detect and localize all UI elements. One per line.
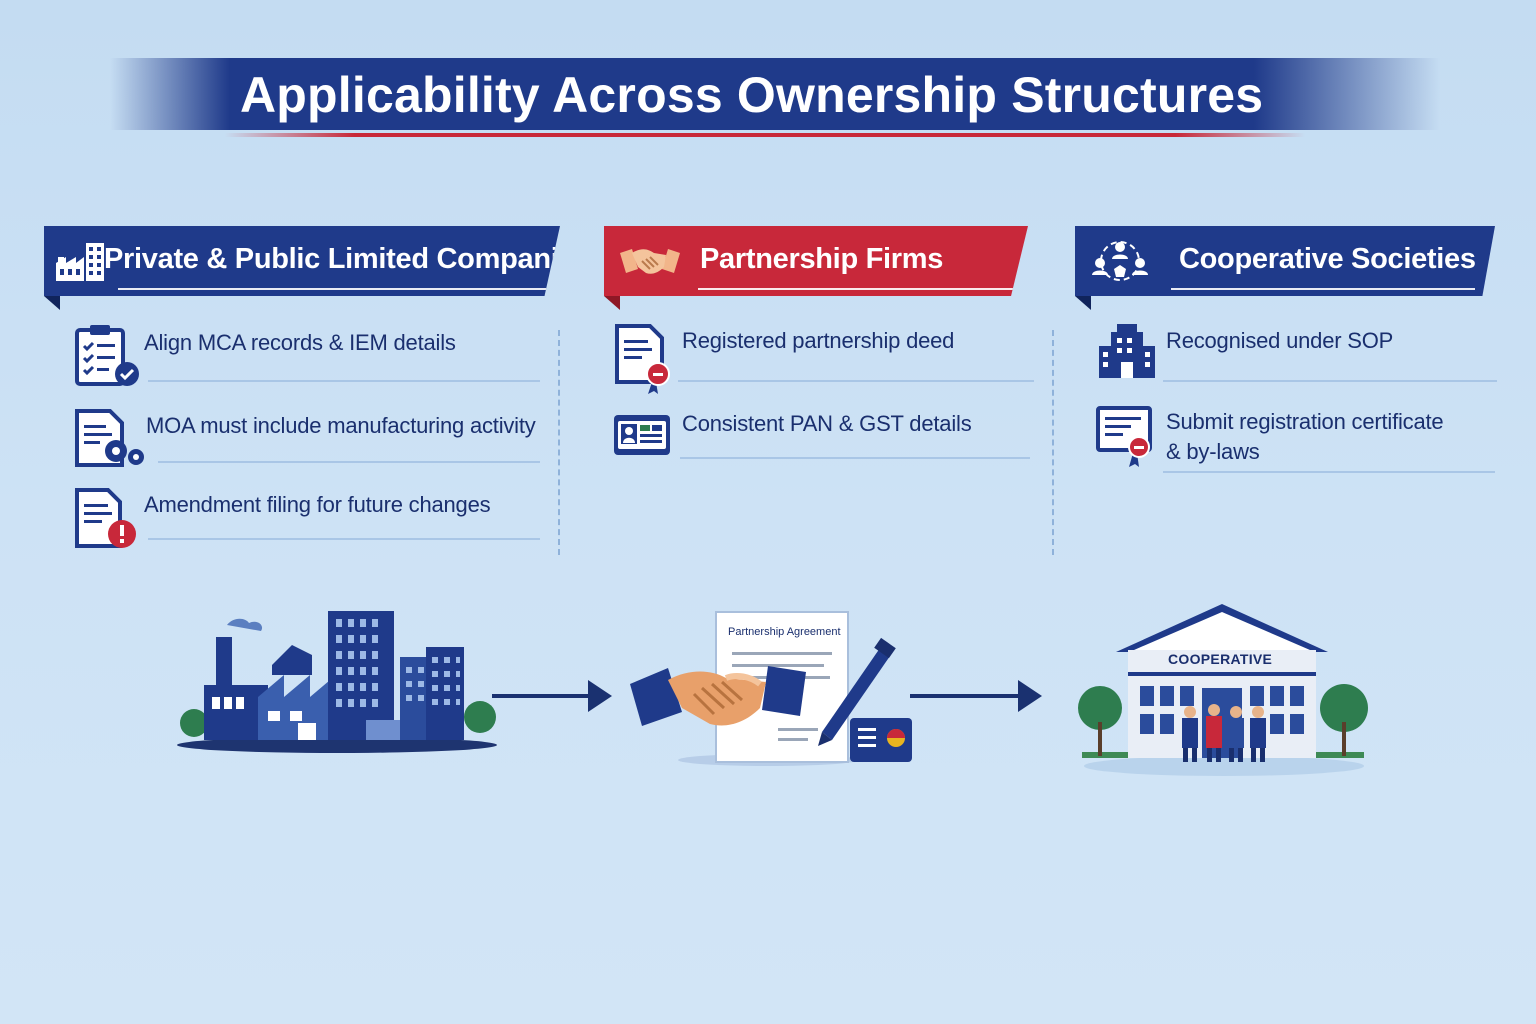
item-text: Recognised under SOP [1166, 328, 1394, 353]
list-item: Submit registration certificate & by-law… [1095, 405, 1505, 483]
header-underline [118, 288, 548, 290]
document-gear-icon [75, 409, 144, 467]
checklist-clipboard-icon [75, 325, 139, 386]
divider [158, 461, 540, 463]
item-text: Consistent PAN & GST details [682, 411, 972, 436]
list-item: Consistent PAN & GST details [612, 405, 1032, 465]
item-text: Amendment filing for future changes [144, 492, 491, 517]
flow-arrow [910, 694, 1020, 698]
divider [678, 380, 1034, 382]
item-text-line: & by-laws [1166, 439, 1260, 464]
cooperative-illustration: COOPERATIVE [1072, 602, 1374, 778]
header-ribbon-tail [1075, 296, 1091, 310]
arrow-head-icon [588, 680, 612, 712]
item-text: Submit registration certificate & by-law… [1166, 407, 1444, 467]
item-text: Align MCA records & IEM details [144, 330, 456, 355]
industrial-city-icon [177, 611, 497, 753]
item-text: MOA must include manufacturing activity [146, 413, 536, 438]
document-title: Partnership Agreement [728, 626, 841, 638]
certificate-document-icon [615, 324, 670, 394]
column-divider [1052, 330, 1054, 555]
title-underline [225, 133, 1305, 137]
column-header-label: Private & Public Limited Companies [104, 243, 591, 275]
header-private-public-companies: Private & Public Limited Companies [44, 226, 560, 296]
id-card-icon [614, 415, 670, 455]
flow-arrow [492, 694, 590, 698]
arrow-head-icon [1018, 680, 1042, 712]
handshake-icon [620, 249, 680, 274]
header-ribbon-tail [44, 296, 60, 310]
certificate-seal-icon [1096, 406, 1152, 467]
header-underline [698, 288, 1014, 290]
divider [148, 380, 540, 382]
list-item: Amendment filing for future changes [74, 486, 544, 556]
header-cooperative-societies: Cooperative Societies [1075, 226, 1495, 296]
header-underline [1171, 288, 1475, 290]
divider [680, 457, 1030, 459]
divider [148, 538, 540, 540]
cooperative-sign: COOPERATIVE [1168, 651, 1273, 667]
factory-building-icon [56, 243, 104, 281]
cooperative-building-icon [1078, 604, 1368, 776]
title-banner [110, 58, 1440, 130]
header-ribbon-tail [604, 296, 620, 310]
divider [1163, 380, 1497, 382]
column-header-label: Partnership Firms [700, 243, 944, 275]
column-header-label: Cooperative Societies [1179, 243, 1476, 275]
item-text-line: Submit registration certificate [1166, 409, 1444, 434]
divider [1163, 471, 1495, 473]
list-item: Registered partnership deed [614, 322, 1034, 394]
list-item: Align MCA records & IEM details [74, 322, 544, 392]
page-title: Applicability Across Ownership Structure… [240, 67, 1264, 123]
item-text: Registered partnership deed [682, 328, 955, 353]
people-network-icon [1092, 241, 1148, 281]
partnership-agreement-illustration: Partnership Agreement [628, 608, 918, 773]
list-item: MOA must include manufacturing activity [74, 405, 544, 475]
header-partnership-firms: Partnership Firms [604, 226, 1028, 296]
list-item: Recognised under SOP [1097, 322, 1507, 392]
column-divider [558, 330, 560, 555]
document-alert-icon [75, 488, 136, 548]
office-building-icon [1099, 324, 1155, 378]
partnership-agreement-icon [630, 611, 912, 766]
